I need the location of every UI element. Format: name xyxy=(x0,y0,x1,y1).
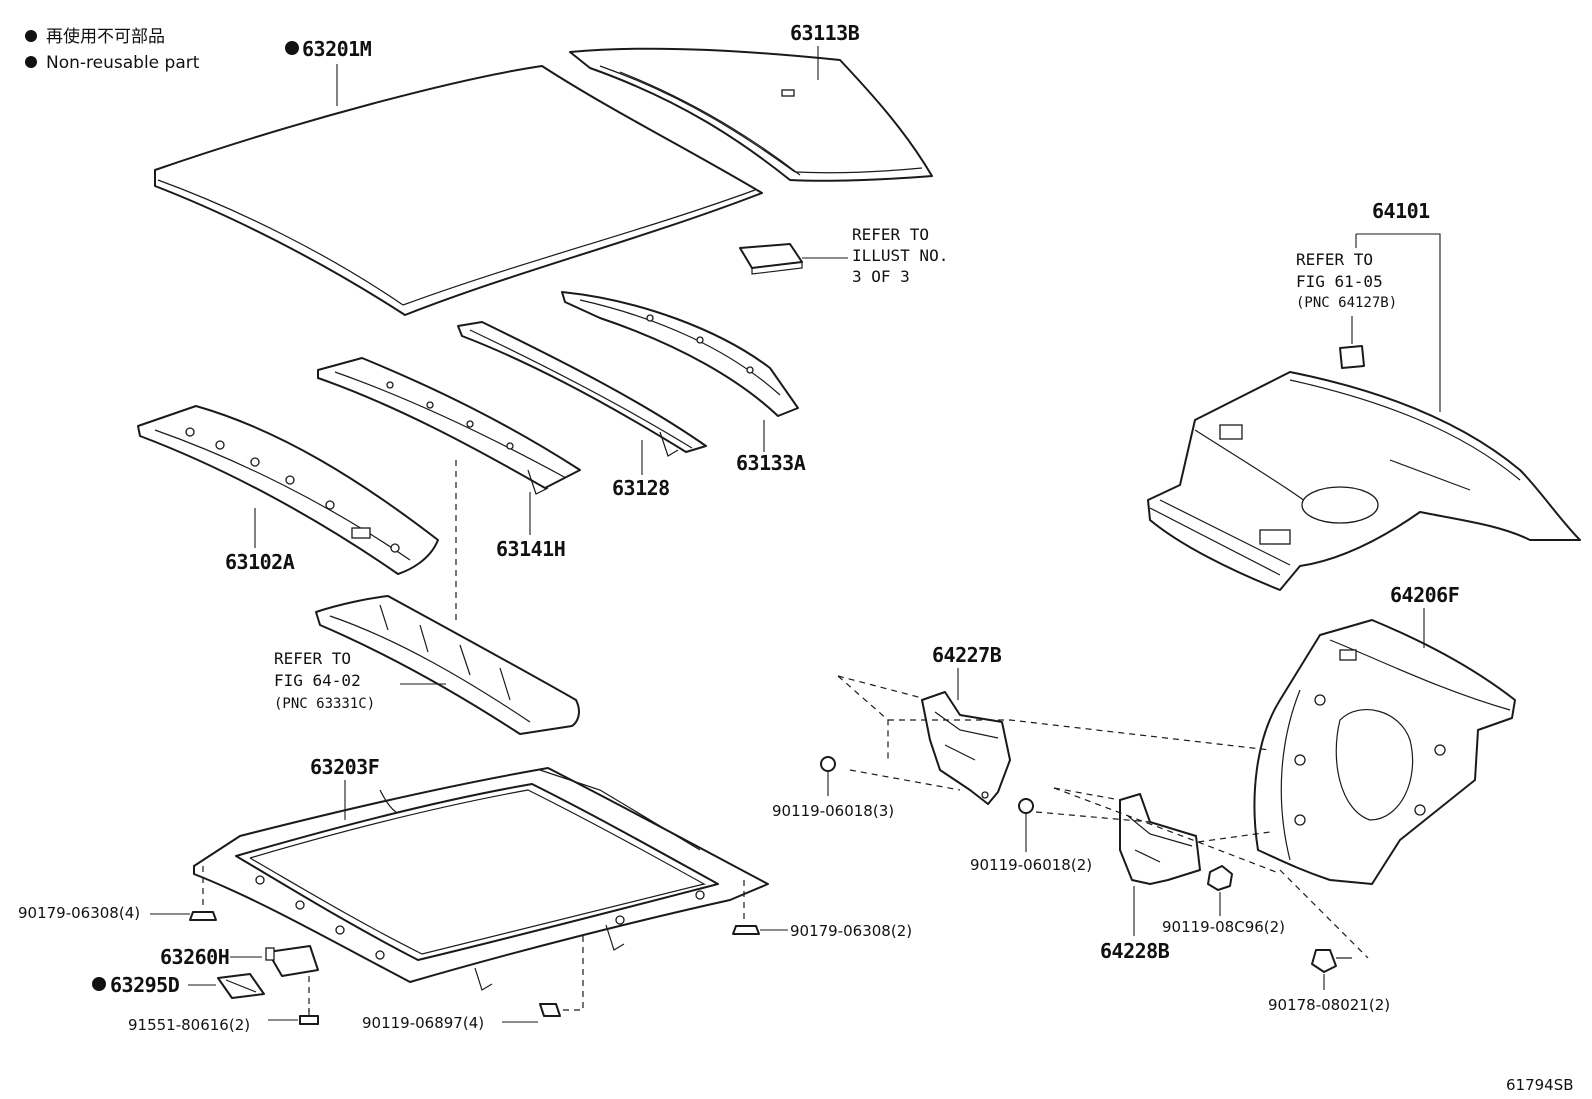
bolt-icon[interactable] xyxy=(1018,798,1034,814)
roof-bow[interactable] xyxy=(457,321,707,457)
label-91551-80616-2: 91551-80616(2) xyxy=(128,1016,250,1034)
nut-icon[interactable] xyxy=(189,911,217,921)
roof-panel[interactable] xyxy=(154,65,763,316)
label-63133a: 63133A xyxy=(736,451,806,475)
label-90179-06308-4: 90179-06308(4) xyxy=(18,904,140,922)
label-63128: 63128 xyxy=(612,476,670,500)
ref-fig6105-line3: (PNC 64127B) xyxy=(1296,295,1397,311)
legend-dot-icon xyxy=(25,56,37,68)
label-90179-06308-2: 90179-06308(2) xyxy=(790,922,912,940)
label-63260h: 63260H xyxy=(160,945,229,969)
legend: 再使用不可部品 Non-reusable part xyxy=(25,26,200,73)
bolt-icon[interactable] xyxy=(820,756,836,772)
legend-en: Non-reusable part xyxy=(46,53,200,73)
label-90178-08021-2: 90178-08021(2) xyxy=(1268,996,1390,1014)
bracket-64228b[interactable] xyxy=(1119,793,1201,885)
nut-icon[interactable] xyxy=(732,925,760,935)
ref-fig6402-line3: (PNC 63331C) xyxy=(274,696,375,712)
bolt-icon[interactable] xyxy=(1311,949,1352,973)
sunroof-housing[interactable] xyxy=(193,767,769,991)
label-63141h: 63141H xyxy=(496,537,565,561)
label-90119-06018-2: 90119-06018(2) xyxy=(970,856,1092,874)
figure-code: 61794SB xyxy=(1506,1076,1574,1094)
sound-pad[interactable] xyxy=(739,243,803,275)
ref-fig6105-line1: REFER TO xyxy=(1296,250,1373,269)
ref-illust-line2: ILLUST NO. xyxy=(852,246,948,265)
ref-fig6402-line1: REFER TO xyxy=(274,649,351,668)
label-90119-08c96-2: 90119-08C96(2) xyxy=(1162,918,1285,936)
label-64228b: 64228B xyxy=(1100,939,1170,963)
label-64101: 64101 xyxy=(1372,199,1430,223)
roof-header-rear[interactable] xyxy=(561,291,799,417)
rear-header-panel[interactable] xyxy=(315,595,580,735)
quarter-inner-panel[interactable] xyxy=(1253,619,1516,885)
label-63102a: 63102A xyxy=(225,550,295,574)
bracket-64227b[interactable] xyxy=(921,691,1011,805)
label-64206f: 64206F xyxy=(1390,583,1459,607)
drain-clip[interactable] xyxy=(265,945,319,977)
bolt-icon[interactable] xyxy=(539,1003,561,1017)
floor-pan[interactable] xyxy=(1147,371,1581,591)
nut-icon[interactable] xyxy=(1207,865,1233,891)
label-64227b: 64227B xyxy=(932,643,1002,667)
label-63295d: 63295D xyxy=(110,973,180,997)
label-90119-06897-4: 90119-06897(4) xyxy=(362,1014,484,1032)
label-63113b: 63113B xyxy=(790,21,860,45)
ref-illust-line3: 3 OF 3 xyxy=(852,267,910,286)
ref-illust-line1: REFER TO xyxy=(852,225,929,244)
screw-icon[interactable] xyxy=(299,1008,319,1025)
ref-fig6402-line2: FIG 64-02 xyxy=(274,671,361,690)
roof-bow-141[interactable] xyxy=(317,357,581,495)
ref-fig6105-line2: FIG 61-05 xyxy=(1296,272,1383,291)
front-header[interactable] xyxy=(137,405,439,575)
roof-side-rail[interactable] xyxy=(569,47,933,182)
block[interactable] xyxy=(217,973,265,999)
label-90119-06018-3: 90119-06018(3) xyxy=(772,802,894,820)
legend-jp: 再使用不可部品 xyxy=(46,26,165,47)
non-reusable-dot-icon xyxy=(285,41,299,55)
grommet[interactable] xyxy=(1339,345,1365,369)
legend-dot-icon xyxy=(25,30,37,42)
non-reusable-dot-icon xyxy=(92,977,106,991)
label-63201m: 63201M xyxy=(302,37,372,61)
label-63203f: 63203F xyxy=(310,755,379,779)
